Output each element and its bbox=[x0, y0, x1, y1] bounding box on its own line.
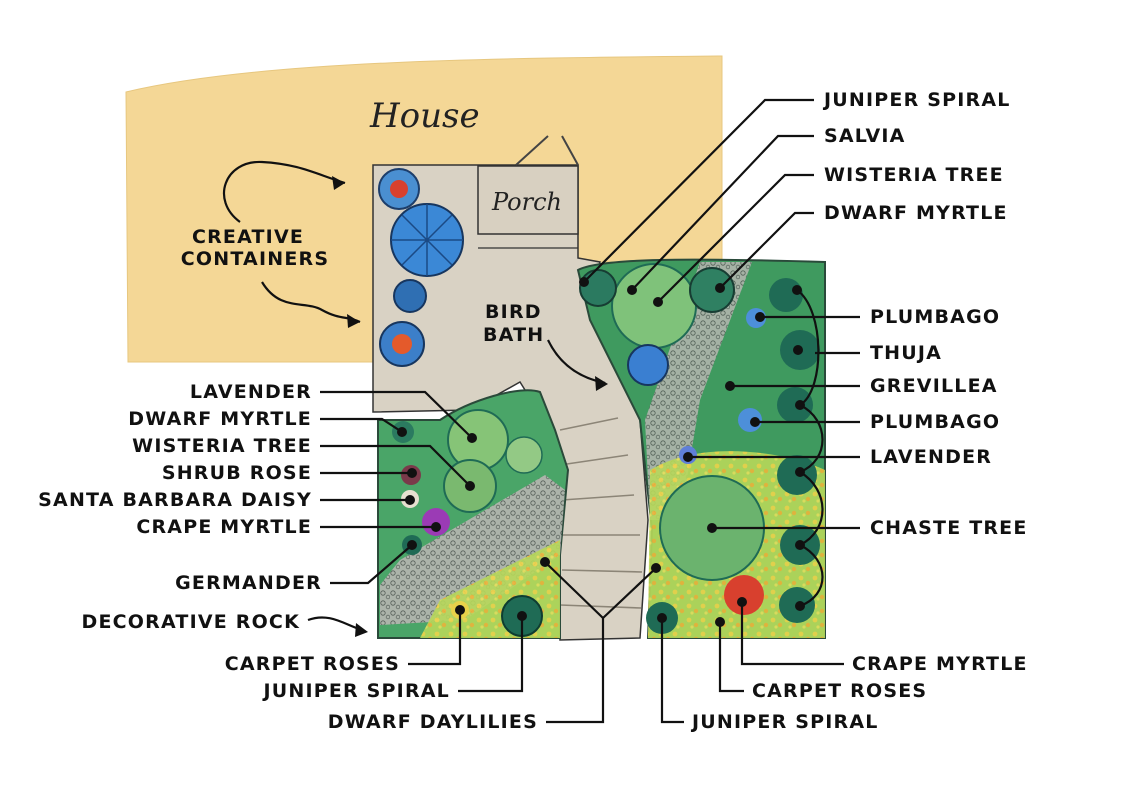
containers-label-line2: CONTAINERS bbox=[181, 248, 329, 270]
label-wisteria-tree-right: WISTERIA TREE bbox=[824, 164, 1004, 186]
label-salvia: SALVIA bbox=[824, 125, 906, 147]
label-lavender-left: LAVENDER bbox=[190, 381, 312, 403]
right-callouts: JUNIPER SPIRAL SALVIA WISTERIA TREE DWAR… bbox=[579, 89, 1028, 611]
path-steps bbox=[559, 417, 643, 609]
containers-label-line1: CREATIVE bbox=[192, 226, 304, 248]
house-label: House bbox=[369, 96, 480, 136]
label-plumbago-1: PLUMBAGO bbox=[870, 306, 1000, 328]
patio-area: Porch bbox=[372, 135, 649, 641]
label-shrub-rose: SHRUB ROSE bbox=[162, 462, 312, 484]
label-dwarf-daylilies: DWARF DAYLILIES bbox=[328, 711, 538, 733]
label-wisteria-tree-left: WISTERIA TREE bbox=[132, 435, 312, 457]
label-crape-myrtle-right: CRAPE MYRTLE bbox=[852, 653, 1028, 675]
label-santa-barbara-daisy: SANTA BARBARA DAISY bbox=[38, 489, 312, 511]
label-juniper-spiral-bottom-right: JUNIPER SPIRAL bbox=[690, 711, 879, 733]
label-grevillea: GREVILLEA bbox=[870, 375, 998, 397]
label-dwarf-myrtle-right: DWARF MYRTLE bbox=[824, 202, 1008, 224]
left-garden-bed bbox=[377, 389, 570, 639]
label-chaste-tree: CHASTE TREE bbox=[870, 517, 1028, 539]
left-callouts: LAVENDER DWARF MYRTLE WISTERIA TREE SHRU… bbox=[38, 381, 477, 637]
label-juniper-spiral-bottom-left: JUNIPER SPIRAL bbox=[261, 680, 450, 702]
bird-bath: BIRD BATH bbox=[483, 301, 608, 391]
label-decorative-rock: DECORATIVE ROCK bbox=[82, 611, 301, 633]
label-dwarf-myrtle-left: DWARF MYRTLE bbox=[128, 408, 312, 430]
label-crape-myrtle-left: CRAPE MYRTLE bbox=[136, 516, 312, 538]
creative-containers: CREATIVE CONTAINERS bbox=[181, 160, 464, 367]
porch-label: Porch bbox=[491, 188, 562, 216]
label-thuja: THUJA bbox=[870, 342, 942, 364]
label-plumbago-2: PLUMBAGO bbox=[870, 411, 1000, 433]
bird-bath-label-line2: BATH bbox=[483, 324, 544, 346]
label-germander: GERMANDER bbox=[175, 572, 322, 594]
porch bbox=[477, 165, 579, 235]
label-carpet-roses-right: CARPET ROSES bbox=[752, 680, 927, 702]
bottom-callouts: CARPET ROSES JUNIPER SPIRAL DWARF DAYLIL… bbox=[225, 557, 1028, 733]
right-garden-bed bbox=[576, 258, 826, 639]
label-lavender-right: LAVENDER bbox=[870, 446, 992, 468]
bird-bath-label-line1: BIRD bbox=[485, 301, 542, 323]
label-juniper-spiral-top: JUNIPER SPIRAL bbox=[822, 89, 1011, 111]
label-carpet-roses-left: CARPET ROSES bbox=[225, 653, 400, 675]
